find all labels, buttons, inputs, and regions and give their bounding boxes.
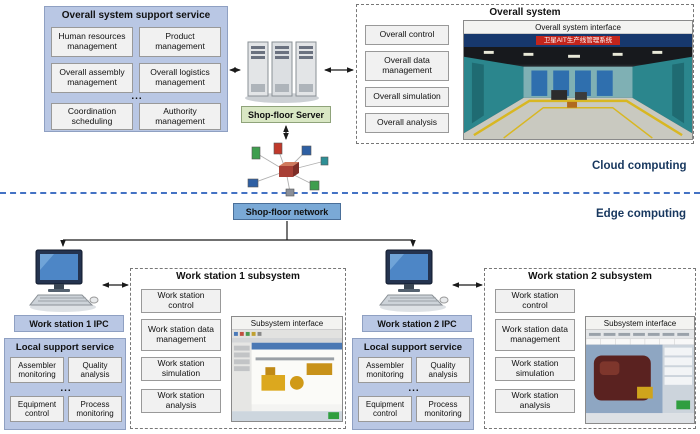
local1-module-0: Assembler monitoring — [10, 357, 64, 383]
overall-interface-title: Overall system interface — [464, 21, 692, 34]
ws1-module-0: Work station control — [141, 289, 221, 313]
subsystem-interface-title: Subsystem interface — [232, 317, 342, 330]
ws1-module-1: Work station data management — [141, 319, 221, 351]
local-support-service-title: Local support service — [363, 342, 463, 353]
ws2-module-0: Work station control — [495, 289, 575, 313]
subsystem-interface-title: Subsystem interface — [586, 317, 694, 330]
local2-module-3: Process monitoring — [416, 396, 470, 422]
shop-floor-network-label: Shop-floor network — [233, 203, 341, 220]
overall-support-service-panel: Overall system support service Human res… — [44, 6, 228, 132]
subsystem-2-screenshot — [586, 330, 694, 423]
overall-system-title: Overall system — [489, 7, 561, 18]
interface-banner: 卫星AIT生产线管理系统 — [464, 34, 692, 47]
shop-floor-server-label: Shop-floor Server — [241, 106, 331, 123]
ws1-module-2: Work station simulation — [141, 357, 221, 381]
workstation-1-subsystem-interface: Subsystem interface — [231, 316, 343, 422]
support-module-4: Coordination scheduling — [51, 103, 133, 130]
local1-module-2: Equipment control — [10, 396, 64, 422]
workstation-2-subsystem-title: Work station 2 subsystem — [528, 271, 652, 282]
overall-system-box: Overall system Overall control Overall d… — [356, 4, 694, 144]
workstation-1-subsystem-box: Work station 1 subsystem Work station co… — [130, 268, 346, 429]
support-module-5: Authority management — [139, 103, 221, 130]
local2-module-1: Quality analysis — [416, 357, 470, 383]
interface-banner-text: 卫星AIT生产线管理系统 — [535, 36, 621, 45]
local-support-service-panel-2: Local support service Assembler monitori… — [352, 338, 474, 430]
ellipsis: ... — [60, 383, 72, 394]
factory-scene-image — [464, 47, 692, 139]
support-module-0: Human resources management — [51, 27, 133, 57]
local-support-service-panel-1: Local support service Assembler monitori… — [4, 338, 126, 430]
local-support-service-title: Local support service — [15, 342, 115, 353]
workstation-1-ipc-label: Work station 1 IPC — [14, 315, 124, 332]
support-module-3: Overall logistics management — [139, 63, 221, 93]
overall-support-service-title: Overall system support service — [61, 10, 211, 21]
edge-computing-label: Edge computing — [596, 208, 687, 220]
overall-module-0: Overall control — [365, 25, 449, 45]
overall-module-1: Overall data management — [365, 51, 449, 81]
ellipsis: ... — [408, 383, 420, 394]
local1-module-1: Quality analysis — [68, 357, 122, 383]
workstation-2-computer-icon — [378, 249, 449, 312]
workstation-2-subsystem-box: Work station 2 subsystem Work station co… — [484, 268, 696, 429]
ws2-module-3: Work station analysis — [495, 389, 575, 413]
support-module-2: Overall assembly management — [51, 63, 133, 93]
subsystem-1-screenshot — [232, 330, 342, 421]
overall-module-2: Overall simulation — [365, 87, 449, 107]
ws2-module-1: Work station data management — [495, 319, 575, 351]
ws2-module-2: Work station simulation — [495, 357, 575, 381]
workstation-2-ipc-label: Work station 2 IPC — [362, 315, 472, 332]
ws1-module-3: Work station analysis — [141, 389, 221, 413]
ellipsis: ... — [131, 91, 143, 102]
local1-module-3: Process monitoring — [68, 396, 122, 422]
cloud-computing-label: Cloud computing — [592, 160, 687, 172]
cloud-edge-divider — [0, 192, 700, 194]
support-module-1: Product management — [139, 27, 221, 57]
server-icon — [245, 41, 319, 103]
local2-module-2: Equipment control — [358, 396, 412, 422]
workstation-2-subsystem-interface: Subsystem interface — [585, 316, 695, 424]
overall-module-3: Overall analysis — [365, 113, 449, 133]
local2-module-0: Assembler monitoring — [358, 357, 412, 383]
network-icon — [247, 142, 329, 197]
overall-system-interface: Overall system interface 卫星AIT生产线管理系统 — [463, 20, 693, 140]
workstation-1-computer-icon — [28, 249, 99, 312]
workstation-1-subsystem-title: Work station 1 subsystem — [176, 271, 300, 282]
